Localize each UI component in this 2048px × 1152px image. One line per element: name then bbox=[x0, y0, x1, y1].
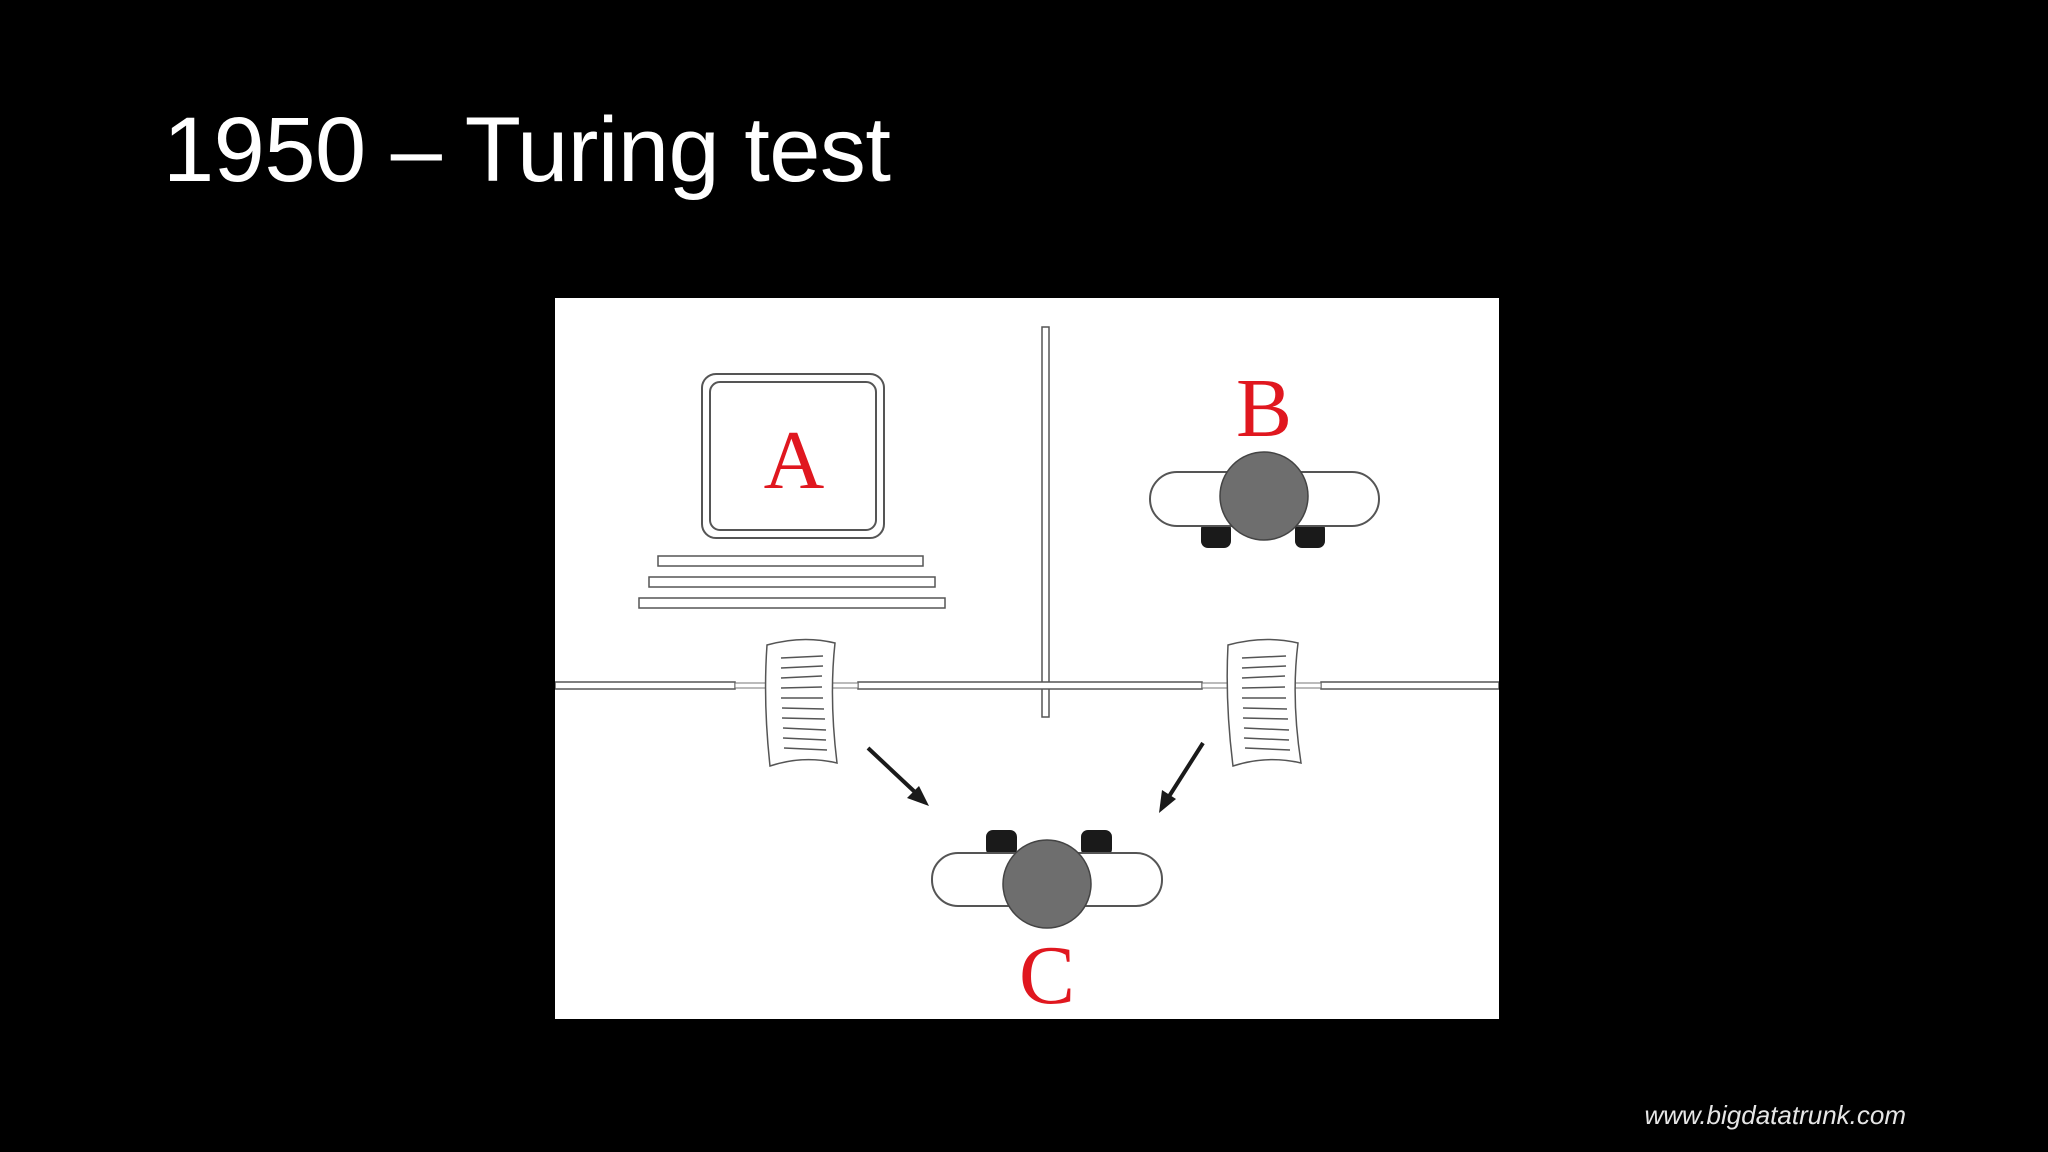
label-b: B bbox=[1236, 362, 1292, 455]
monitor-screen bbox=[709, 381, 877, 531]
person-b-icon bbox=[1149, 451, 1380, 548]
arrow-right-icon bbox=[1159, 741, 1205, 813]
arrow-left-icon bbox=[866, 746, 929, 806]
paper-left-icon bbox=[764, 638, 838, 768]
paper-right-icon bbox=[1226, 638, 1302, 767]
paper-right-sheet bbox=[1226, 638, 1302, 767]
person-c-head bbox=[1002, 839, 1092, 929]
vertical-wall bbox=[1041, 326, 1050, 718]
keyboard-top bbox=[657, 555, 924, 567]
horizontal-wall-left bbox=[555, 681, 736, 690]
slide-title: 1950 – Turing test bbox=[163, 99, 891, 201]
person-b-foot-left bbox=[1201, 522, 1231, 548]
footer-url: www.bigdatatrunk.com bbox=[1644, 1100, 1906, 1130]
person-b-foot-right bbox=[1295, 522, 1325, 548]
person-c-icon bbox=[931, 830, 1163, 929]
label-c: C bbox=[1019, 929, 1075, 1019]
person-c-foot-right bbox=[1081, 830, 1112, 856]
person-c-foot-left bbox=[986, 830, 1017, 856]
computer-icon bbox=[638, 373, 946, 609]
turing-test-diagram: A B bbox=[555, 298, 1499, 1019]
keyboard-middle bbox=[648, 576, 936, 588]
keyboard-base bbox=[638, 597, 946, 609]
paper-left-sheet bbox=[764, 638, 838, 768]
horizontal-wall-right bbox=[1320, 681, 1499, 690]
label-a: A bbox=[764, 414, 825, 507]
horizontal-wall-center bbox=[857, 681, 1203, 690]
diagram-canvas: A B bbox=[555, 326, 1499, 1019]
person-b-head bbox=[1219, 451, 1309, 541]
